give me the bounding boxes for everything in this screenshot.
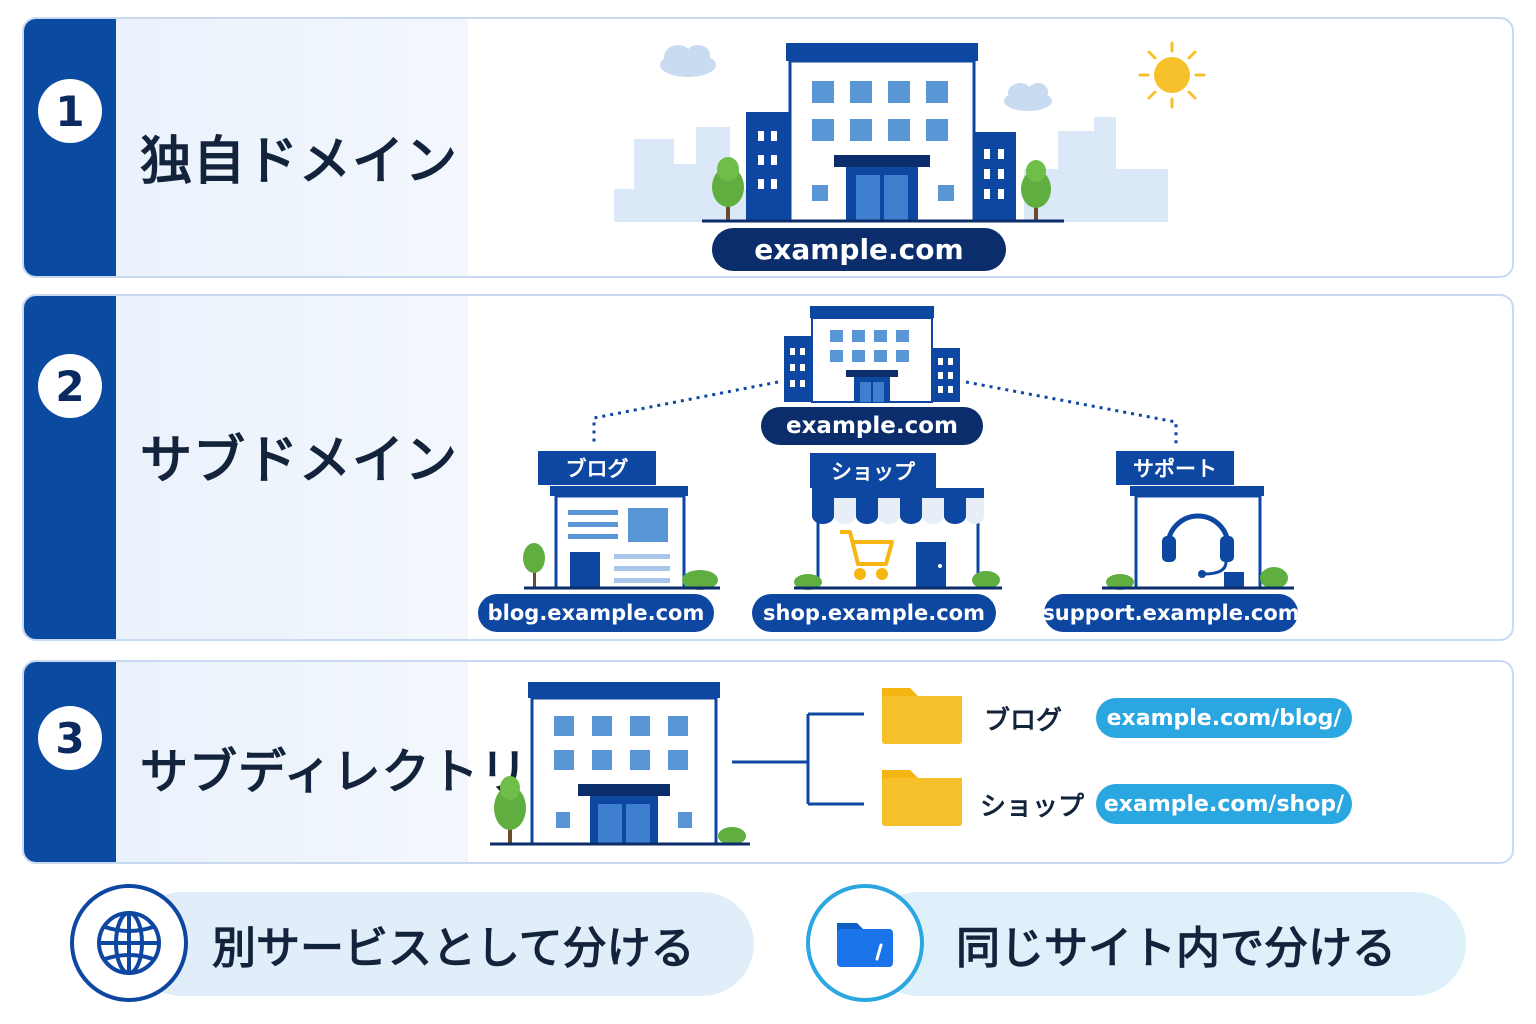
tree-icon (1021, 160, 1051, 221)
footer-text: 別サービスとして分ける (130, 892, 754, 996)
section-number: 1 (38, 79, 102, 143)
section-number: 2 (38, 354, 102, 418)
section-label-area (116, 662, 468, 862)
main-domain-pill: example.com (761, 407, 983, 445)
support-sign: サポート (1116, 451, 1234, 485)
support-store-icon (1102, 486, 1294, 590)
support-domain-pill: support.example.com (1042, 594, 1300, 632)
section-subdomain: 2 サブドメイン (22, 294, 1514, 641)
blog-sign: ブログ (538, 451, 656, 485)
subdirectory-illustration (490, 682, 962, 846)
section-strip (24, 19, 116, 276)
headset-icon (1162, 513, 1234, 578)
folder-label-blog: ブログ (984, 706, 1063, 736)
folder-icon (882, 688, 962, 744)
tree-icon (494, 776, 526, 844)
domain-pill: example.com (712, 228, 1006, 271)
shopping-cart-icon (840, 530, 894, 580)
tree-icon (712, 157, 744, 221)
footer-same-site: 同じサイト内で分ける (806, 884, 1468, 1002)
cloud-icon (660, 45, 716, 77)
cloud-icon (1004, 83, 1052, 111)
folder-label-shop: ショップ (980, 792, 1085, 822)
blog-store-icon (523, 486, 720, 590)
custom-domain-illustration (614, 41, 1206, 223)
folder-icon (882, 770, 962, 826)
office-building-icon (784, 306, 960, 403)
shop-sign: ショップ (810, 453, 936, 488)
globe-icon (70, 884, 188, 1002)
path-pill-blog: example.com/blog/ (1096, 698, 1352, 738)
office-building-icon (786, 43, 978, 223)
section-strip (24, 296, 116, 639)
shop-store-icon (794, 488, 1002, 590)
folder-icon (806, 884, 924, 1002)
section-title: 独自ドメイン (140, 132, 459, 192)
section-number: 3 (38, 706, 102, 770)
section-custom-domain: 1 独自ドメイン (22, 17, 1514, 278)
office-building-icon (528, 682, 720, 846)
subdomain-illustration (523, 306, 1294, 590)
blog-domain-pill: blog.example.com (478, 594, 714, 632)
section-label-area (116, 296, 468, 639)
sun-icon (1138, 41, 1206, 109)
footer-text: 同じサイト内で分ける (866, 892, 1466, 996)
footer-separate-service: 別サービスとして分ける (70, 884, 756, 1002)
path-pill-shop: example.com/shop/ (1096, 784, 1352, 824)
section-label-area (116, 19, 468, 276)
tree-icon (523, 543, 545, 588)
section-subdirectory: 3 サブディレクトリ (22, 660, 1514, 864)
section-title: サブドメイン (140, 431, 459, 491)
shop-domain-pill: shop.example.com (752, 594, 996, 632)
section-title: サブディレクトリ (140, 744, 529, 800)
